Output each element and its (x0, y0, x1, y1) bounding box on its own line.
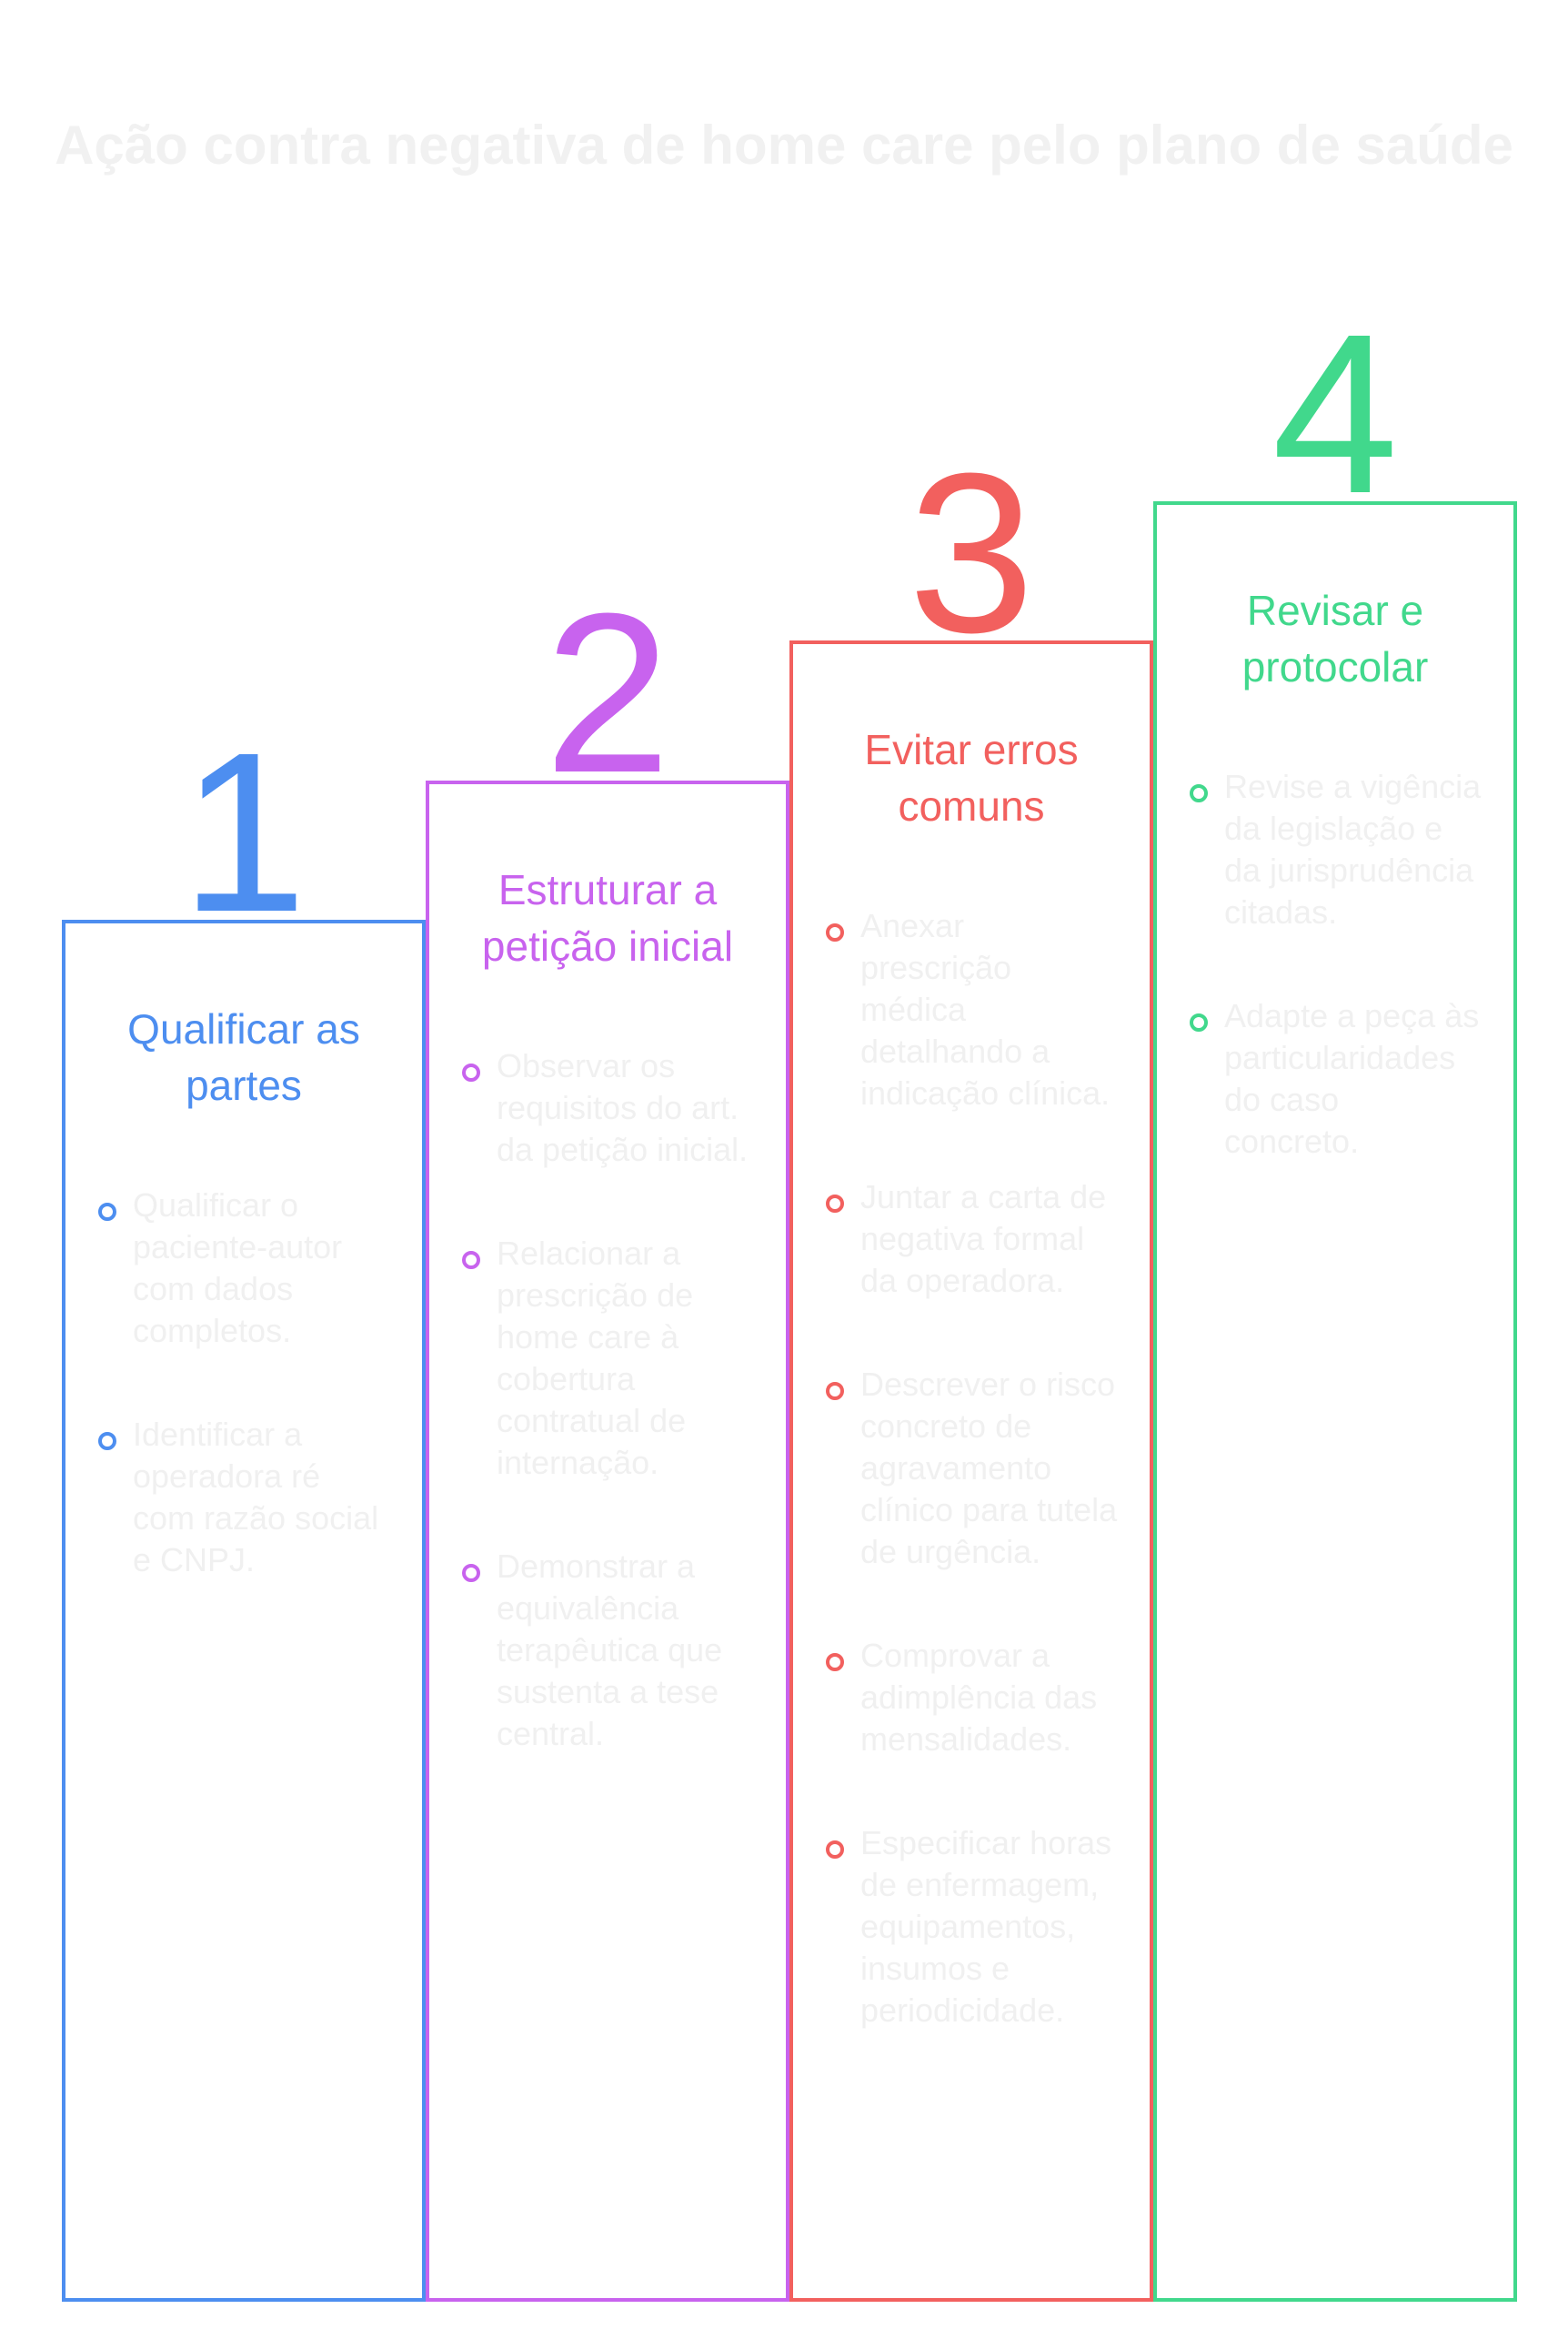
step-number: 1 (180, 705, 307, 959)
list-item: Adapte a peça às particularidades do cas… (1157, 995, 1513, 1163)
list-item: Qualificar o paciente-autor com dados co… (65, 1185, 422, 1352)
bullet-circle-icon (98, 1432, 116, 1450)
list-item: Descrever o risco concreto de agravament… (793, 1364, 1150, 1573)
item-text: Anexar prescrição médica detalhando a in… (860, 907, 1111, 1112)
item-text: Qualificar o paciente-autor com dados co… (133, 1186, 343, 1349)
step-4: 4 Revisar e protocolar Revise a vigência… (1153, 300, 1517, 2302)
bullet-circle-icon (826, 1840, 844, 1859)
list-item: Observar os requisitos do art. da petiçã… (429, 1045, 786, 1171)
item-text: Revise a vigência da legislação e da jur… (1224, 768, 1482, 931)
step-2: 2 Estruturar a petição inicial Observar … (426, 580, 789, 2302)
item-text: Observar os requisitos do art. da petiçã… (497, 1047, 749, 1168)
bullet-circle-icon (462, 1564, 480, 1582)
item-text: Demonstrar a equivalência terapêutica qu… (497, 1548, 723, 1752)
bullet-circle-icon (1190, 784, 1208, 802)
step-items: Revise a vigência da legislação e da jur… (1157, 766, 1513, 1163)
list-item: Especificar horas de enfermagem, equipam… (793, 1822, 1150, 2032)
bullet-circle-icon (462, 1251, 480, 1269)
item-text: Especificar horas de enfermagem, equipam… (860, 1824, 1112, 2029)
item-text: Adapte a peça às particularidades do cas… (1224, 997, 1480, 1160)
bullet-circle-icon (98, 1203, 116, 1221)
list-item: Juntar a carta de negativa formal da ope… (793, 1176, 1150, 1302)
step-box: Qualificar as partes Qualificar o pacien… (62, 920, 426, 2302)
step-title: Estruturar a petição inicial (481, 866, 734, 970)
item-text: Comprovar a adimplência das mensalidades… (860, 1637, 1098, 1758)
list-item: Identificar a operadora ré com razão soc… (65, 1414, 422, 1581)
step-3: 3 Evitar erros comuns Anexar prescrição … (789, 439, 1153, 2302)
item-text: Descrever o risco concreto de agravament… (860, 1366, 1118, 1570)
step-items: Observar os requisitos do art. da petiçã… (429, 1045, 786, 1755)
bullet-circle-icon (826, 1653, 844, 1671)
step-number: 2 (544, 566, 671, 820)
step-title: Revisar e protocolar (1241, 587, 1429, 691)
page-title: Ação contra negativa de home care pelo p… (55, 115, 1513, 176)
bullet-circle-icon (826, 1382, 844, 1400)
bullet-circle-icon (826, 923, 844, 942)
list-item: Demonstrar a equivalência terapêutica qu… (429, 1546, 786, 1755)
bullet-circle-icon (1190, 1013, 1208, 1032)
item-text: Relacionar a prescrição de home care à c… (497, 1235, 694, 1481)
step-box: Estruturar a petição inicial Observar os… (426, 781, 789, 2302)
list-item: Anexar prescrição médica detalhando a in… (793, 905, 1150, 1114)
list-item: Revise a vigência da legislação e da jur… (1157, 766, 1513, 933)
step-number: 4 (1271, 287, 1399, 540)
step-title: Qualificar as partes (127, 1005, 360, 1109)
step-items: Qualificar o paciente-autor com dados co… (65, 1185, 422, 1581)
step-number: 3 (908, 426, 1035, 680)
bullet-circle-icon (826, 1195, 844, 1213)
bullet-circle-icon (462, 1064, 480, 1082)
item-text: Identificar a operadora ré com razão soc… (133, 1416, 379, 1578)
list-item: Relacionar a prescrição de home care à c… (429, 1233, 786, 1484)
step-box: Revisar e protocolar Revise a vigência d… (1153, 501, 1517, 2302)
step-box: Evitar erros comuns Anexar prescrição mé… (789, 640, 1153, 2302)
step-1: 1 Qualificar as partes Qualificar o paci… (62, 719, 426, 2302)
item-text: Juntar a carta de negativa formal da ope… (860, 1178, 1107, 1299)
step-title: Evitar erros comuns (864, 726, 1079, 830)
step-items: Anexar prescrição médica detalhando a in… (793, 905, 1150, 2032)
list-item: Comprovar a adimplência das mensalidades… (793, 1635, 1150, 1760)
